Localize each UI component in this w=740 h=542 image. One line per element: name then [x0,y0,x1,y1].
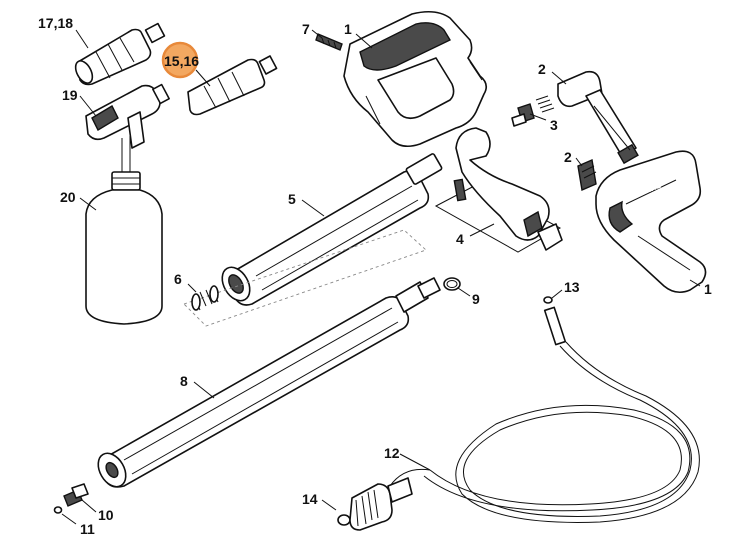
label-1-right: 1 [704,281,712,297]
label-6: 6 [174,271,182,287]
label-10: 10 [98,507,114,523]
o-ring-part-9 [443,277,461,291]
label-7: 7 [302,21,310,37]
connector-part-14 [337,477,413,531]
hose-part-12 [389,306,700,523]
label-15-16: 15,16 [164,53,199,69]
label-1-top: 1 [344,21,352,37]
fitting-part-10 [63,483,89,507]
label-14: 14 [302,491,318,507]
part-labels: 17,18 15,16 19 20 7 1 2 3 2 5 4 1 6 9 13… [38,15,712,537]
label-20: 20 [60,189,76,205]
label-4: 4 [456,231,464,247]
bottle-part-20 [85,171,163,325]
label-2-top: 2 [538,61,546,77]
label-9: 9 [472,291,480,307]
label-17-18: 17,18 [38,15,73,31]
lance-part-8 [97,277,441,488]
nozzle-part-17-18 [74,22,166,86]
leader-lines [61,29,701,525]
label-3: 3 [550,117,558,133]
label-5: 5 [288,191,296,207]
lance-tube-part-5 [221,153,443,306]
label-8: 8 [180,373,188,389]
o-ring-part-13 [543,296,553,304]
label-11: 11 [80,521,95,537]
label-12: 12 [384,445,400,461]
screw-part-7 [315,33,343,51]
highlight-marker [161,41,199,79]
o-ring-part-11 [53,506,63,514]
assembly-guide-lines [183,229,427,327]
label-19: 19 [62,87,78,103]
handle-shell-part-1-top [343,10,488,148]
trigger-insert-part-4 [434,127,563,253]
handle-grip-part-1-right: STIHL [595,150,707,294]
clip-part-2 [577,159,597,191]
label-2-mid: 2 [564,149,572,165]
nozzle-part-15-16 [187,55,278,116]
foam-head-part-19 [85,83,170,176]
label-13: 13 [564,279,580,295]
pipe-elbow-part-2 [557,70,639,165]
spring-part-6 [191,285,219,311]
valve-part-3 [511,95,555,127]
